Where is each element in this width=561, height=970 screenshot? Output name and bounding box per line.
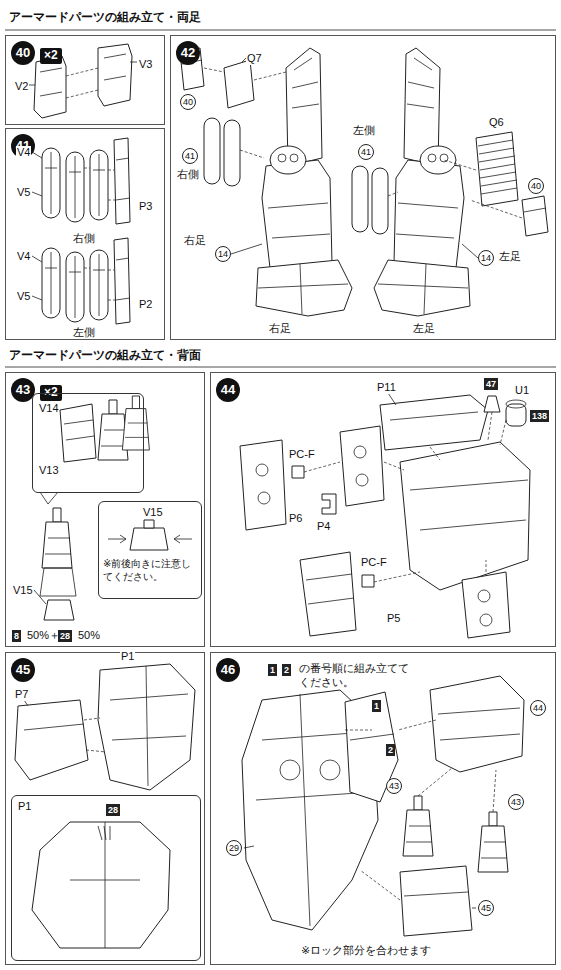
callout-number: 41 xyxy=(358,144,374,160)
part-name: V15 xyxy=(143,506,163,519)
quantity-text: ×2 xyxy=(40,48,62,64)
part-label: 右側 xyxy=(176,168,200,181)
color-number: 138 xyxy=(530,410,549,422)
part-label: V5 xyxy=(16,290,31,303)
part-label: U1 xyxy=(514,384,530,397)
color-number: 1 xyxy=(268,664,277,676)
part-label: 右足 xyxy=(268,322,292,335)
section-heading: アーマードパーツの組み立て・背面 xyxy=(8,349,202,363)
part-name: V14 xyxy=(39,402,59,415)
step-panel: 44 xyxy=(210,372,556,647)
callout-number: 43 xyxy=(508,794,524,810)
part-label: P7 xyxy=(14,688,29,701)
color-number: 47 xyxy=(484,378,498,390)
part-label: 左側 xyxy=(352,124,376,137)
detail-inset: V15 ※前後向きに注意してください。 xyxy=(98,501,202,599)
step-panel: 46 xyxy=(210,652,556,965)
part-label: ※ロック部分を合わせます xyxy=(300,944,432,957)
part-label: Q6 xyxy=(488,116,505,129)
callout-number: 14 xyxy=(215,246,231,262)
callout-number: 29 xyxy=(226,840,242,856)
callout-number: 45 xyxy=(478,900,494,916)
step-panel: 42 xyxy=(170,35,556,340)
part-label: 右足 xyxy=(183,234,207,247)
instruction-note: の番号順に組み立ててください。 xyxy=(298,662,410,689)
part-label: P6 xyxy=(288,512,303,525)
part-label: 左側 xyxy=(72,326,96,339)
callout-number: 44 xyxy=(530,700,546,716)
part-label: 左足 xyxy=(498,250,522,263)
part-label: P2 xyxy=(138,298,153,311)
step-number: 44 xyxy=(216,378,240,402)
part-label: PC-F xyxy=(360,556,388,569)
callout-number: 43 xyxy=(386,778,402,794)
color-number: 8 xyxy=(12,630,21,642)
part-label: 50%＋ xyxy=(26,629,61,642)
detail-inset: P1 28 xyxy=(11,795,201,961)
color-number: 1 xyxy=(372,700,381,712)
callout-number: 14 xyxy=(478,250,494,266)
color-number: 2 xyxy=(282,664,291,676)
part-label: PC-F xyxy=(288,448,316,461)
step-number: 40 xyxy=(11,41,35,65)
color-number: 2 xyxy=(386,744,395,756)
part-label: V4 xyxy=(16,250,31,263)
callout-number: 41 xyxy=(182,148,198,164)
part-label: V3 xyxy=(138,58,153,71)
caution-note: ※前後向きに注意してください。 xyxy=(103,558,197,583)
step-panel: 45P128 xyxy=(5,652,205,965)
part-name: P1 xyxy=(18,800,31,813)
part-label: P3 xyxy=(138,200,153,213)
color-number: 28 xyxy=(106,804,120,816)
quantity-badge: ×2 xyxy=(40,45,62,64)
section-heading: アーマードパーツの組み立て・両足 xyxy=(8,11,202,25)
callout-number: 40 xyxy=(180,94,196,110)
part-label: V2 xyxy=(14,80,29,93)
part-label: P5 xyxy=(386,612,401,625)
part-label: 左足 xyxy=(412,322,436,335)
color-number: 28 xyxy=(58,630,72,642)
callout-number: 40 xyxy=(528,178,544,194)
part-label: V15 xyxy=(12,584,34,597)
part-label: P11 xyxy=(376,381,397,394)
detail-inset: V14V13 xyxy=(32,393,144,493)
step-number: 45 xyxy=(11,658,35,682)
part-label: V4 xyxy=(16,146,31,159)
part-label: P1 xyxy=(120,650,135,663)
part-label: Q7 xyxy=(246,52,263,65)
step-number: 46 xyxy=(216,658,240,682)
part-label: 右側 xyxy=(72,232,96,245)
step-panel: 43×2V14V13V15※前後向きに注意してください。 xyxy=(5,372,205,647)
part-label: P4 xyxy=(316,520,331,533)
part-name: V13 xyxy=(39,464,59,477)
quantity-badge: ×2 xyxy=(40,382,62,401)
part-label: V5 xyxy=(16,186,31,199)
step-number: 42 xyxy=(176,41,200,65)
part-label: 50% xyxy=(77,629,101,642)
